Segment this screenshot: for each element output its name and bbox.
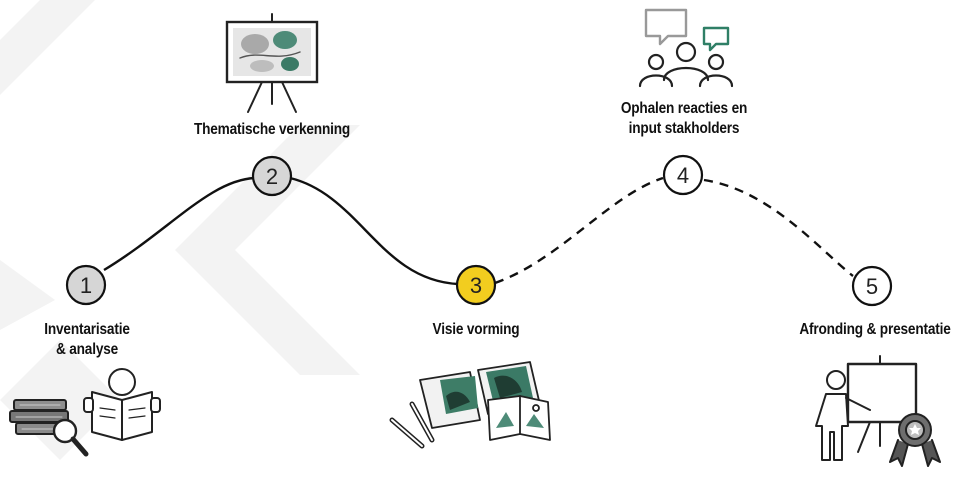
step-label-2: Thematische verkenning <box>184 120 360 140</box>
presenter-award-icon <box>815 355 941 467</box>
step-label-1: Inventarisatie & analyse <box>30 320 144 360</box>
step-circle-4: 4 <box>662 154 704 196</box>
step-label-5-line1: Afronding & presentatie <box>799 321 951 338</box>
step-circle-1: 1 <box>65 264 107 306</box>
step-number-3: 3 <box>470 273 482 298</box>
stakeholders-speech-icon <box>638 8 734 88</box>
step-label-2-line1: Thematische verkenning <box>193 121 351 138</box>
maps-drawing-icon <box>389 361 551 449</box>
connector-3-4 <box>494 176 664 285</box>
step-label-4-line1: Ophalen reacties en <box>620 100 748 117</box>
step-label-4: Ophalen reacties en input stakholders <box>607 99 762 139</box>
step-number-5: 5 <box>866 274 878 299</box>
step-circle-2: 2 <box>251 155 293 197</box>
step-circle-5: 5 <box>851 265 893 307</box>
step-number-4: 4 <box>677 163 689 188</box>
connector-2-3 <box>289 176 459 286</box>
step-label-3: Visie vorming <box>414 320 537 340</box>
step-number-2: 2 <box>266 164 278 189</box>
step-label-4-line2: input stakholders <box>628 120 740 137</box>
step-number-1: 1 <box>80 273 92 298</box>
step-label-5: Afronding & presentatie <box>791 320 958 340</box>
step-circle-3: 3 <box>455 264 497 306</box>
books-reading-icon <box>9 368 161 457</box>
step-label-1-line2: & analyse <box>55 341 119 358</box>
step-label-3-line1: Visie vorming <box>432 321 520 338</box>
connector-1-2 <box>103 176 256 272</box>
presentation-board-icon <box>225 13 319 113</box>
step-label-1-line1: Inventarisatie <box>44 321 130 338</box>
connector-4-5 <box>703 178 854 277</box>
